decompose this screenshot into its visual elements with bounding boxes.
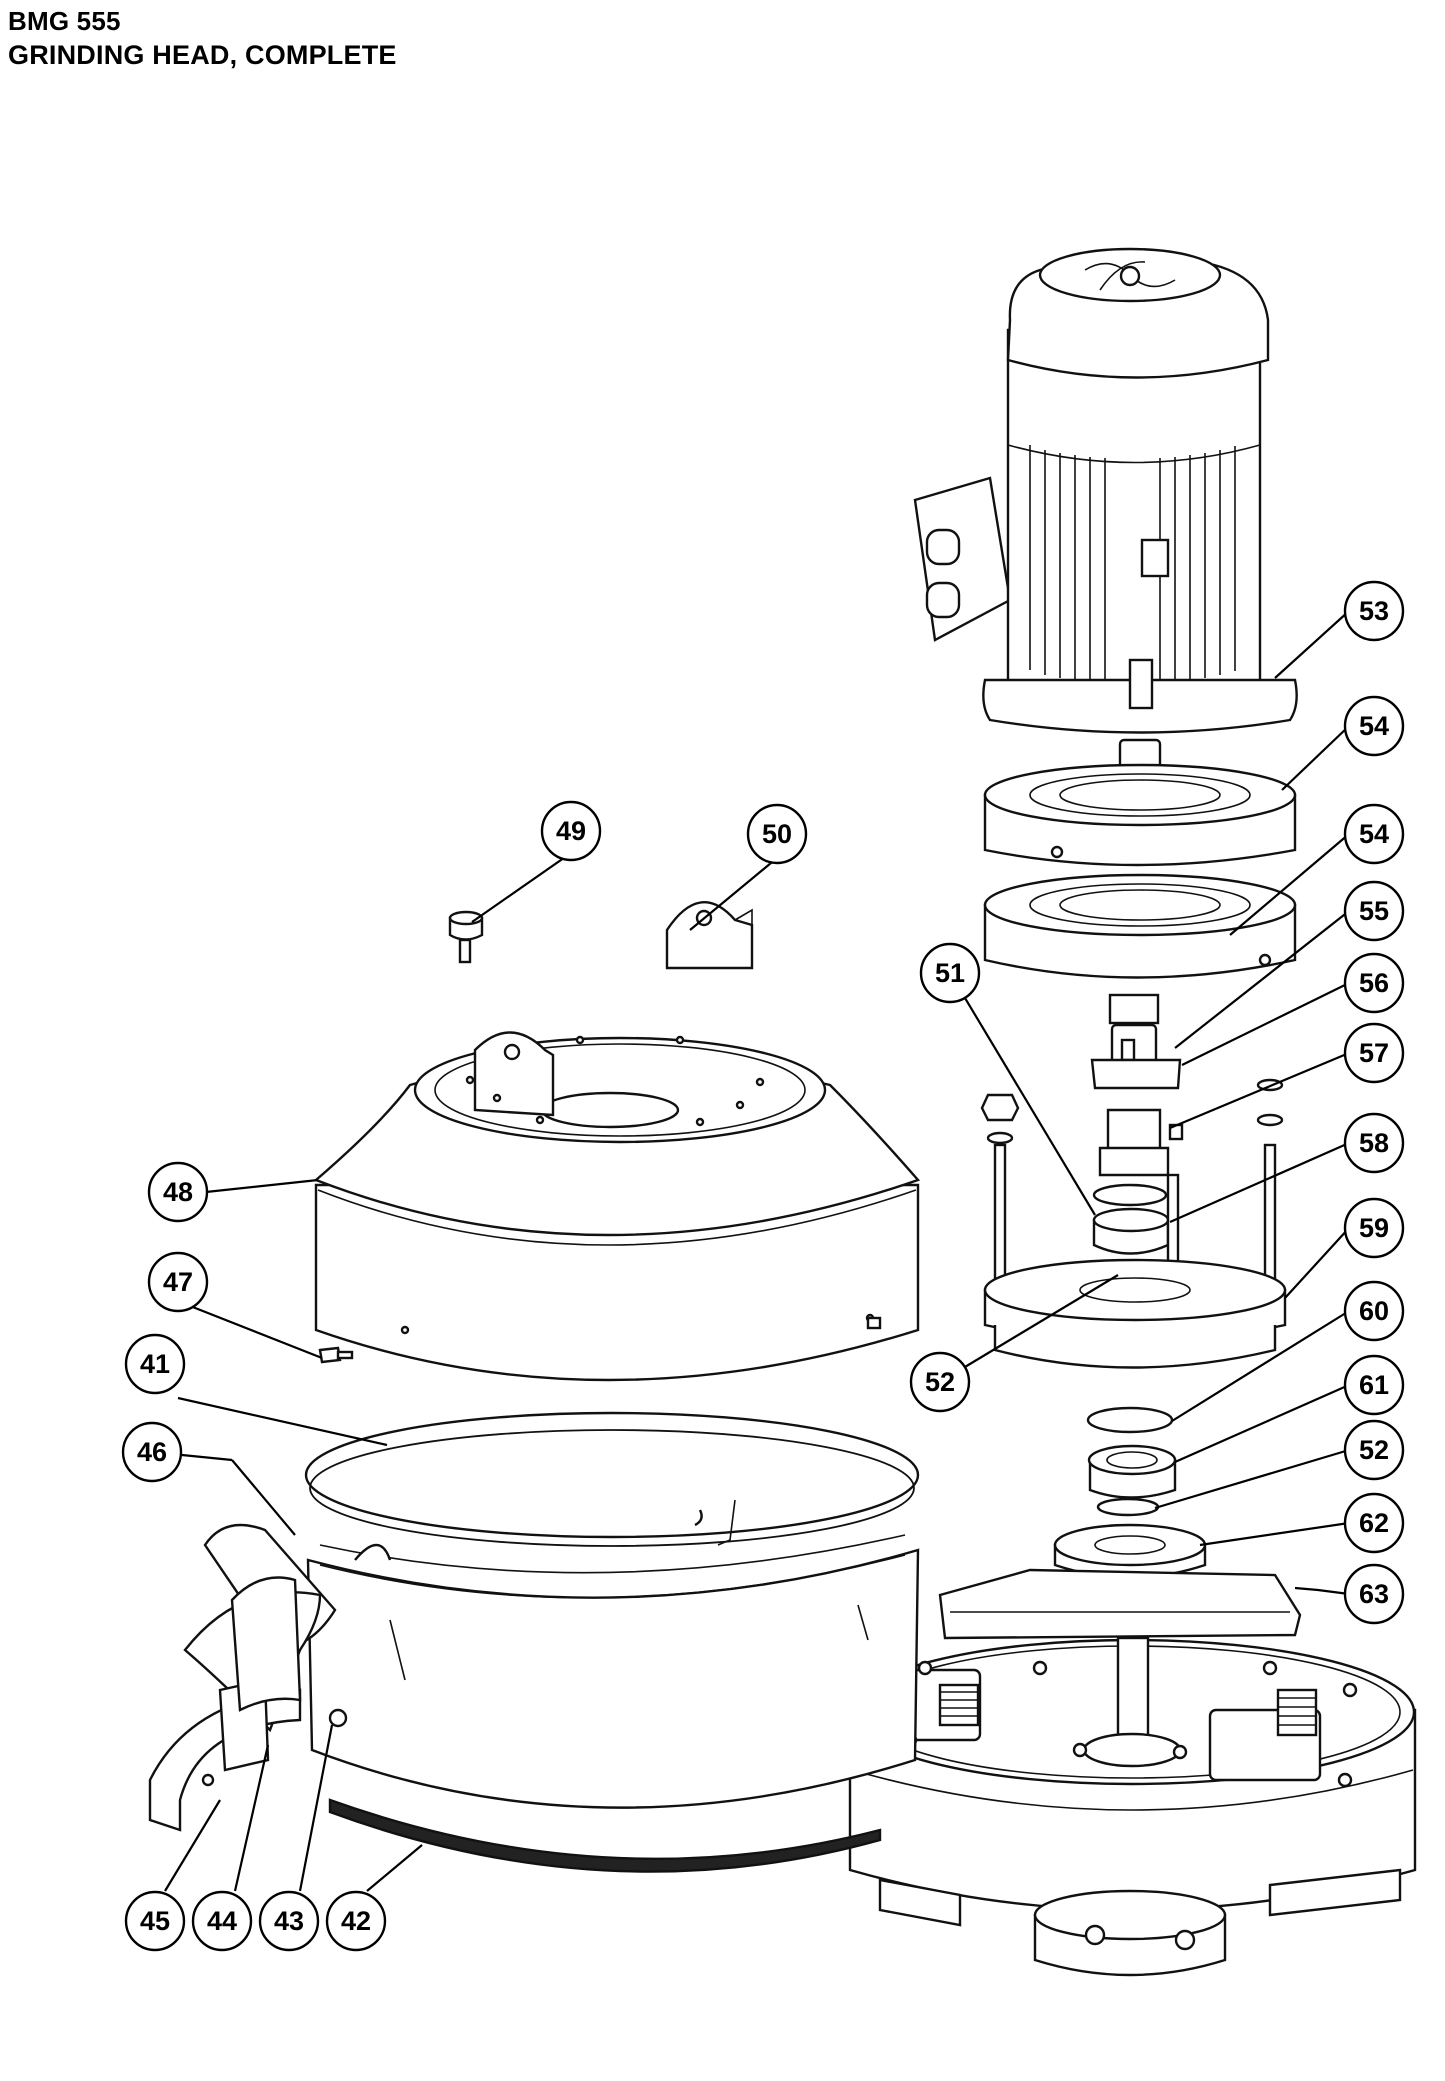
hose-assembly	[148, 1523, 348, 1832]
motor-assembly	[913, 247, 1298, 772]
lifting-lug	[665, 901, 754, 970]
svg-text:57: 57	[1359, 1038, 1389, 1068]
callout-63: 63	[1343, 1563, 1405, 1625]
svg-text:54: 54	[1359, 711, 1389, 741]
svg-text:55: 55	[1359, 896, 1389, 926]
svg-text:48: 48	[163, 1177, 193, 1207]
callout-54-lower: 54	[1343, 803, 1405, 865]
page-title: GRINDING HEAD, COMPLETE	[8, 40, 397, 70]
svg-text:45: 45	[140, 1906, 170, 1936]
svg-text:50: 50	[762, 819, 792, 849]
svg-text:49: 49	[556, 816, 586, 846]
lower-housing	[306, 1499, 920, 1873]
svg-text:60: 60	[1359, 1296, 1389, 1326]
svg-text:52: 52	[1359, 1435, 1389, 1465]
callout-59: 59	[1343, 1197, 1405, 1259]
svg-text:41: 41	[140, 1349, 170, 1379]
callout-50: 50	[746, 803, 808, 865]
callout-57: 57	[1343, 1022, 1405, 1084]
callout-54-upper: 54	[1343, 695, 1405, 757]
callout-55: 55	[1343, 880, 1405, 942]
callout-42: 42	[325, 1890, 387, 1952]
svg-text:52: 52	[925, 1367, 955, 1397]
svg-text:61: 61	[1359, 1370, 1389, 1400]
callout-41: 41	[124, 1333, 186, 1395]
band	[304, 1411, 920, 1547]
callout-47: 47	[147, 1251, 209, 1313]
callout-60: 60	[1343, 1280, 1405, 1342]
callout-49: 49	[540, 800, 602, 862]
coupling-stack	[980, 993, 1284, 1347]
callout-56: 56	[1343, 952, 1405, 1014]
spindle-housing	[983, 1258, 1287, 1369]
top-cover	[313, 1031, 921, 1382]
svg-text:42: 42	[341, 1906, 371, 1936]
callout-44: 44	[191, 1890, 253, 1952]
bearing-housing-upper	[983, 763, 1297, 867]
planetary-head	[848, 1568, 1417, 1977]
svg-text:54: 54	[1359, 819, 1389, 849]
svg-text:51: 51	[935, 958, 965, 988]
svg-text:53: 53	[1359, 596, 1389, 626]
svg-text:56: 56	[1359, 968, 1389, 998]
svg-text:58: 58	[1359, 1128, 1389, 1158]
bearing-housing-lower	[983, 873, 1297, 979]
callout-53: 53	[1343, 580, 1405, 642]
lower-bearing-parts	[1053, 1406, 1207, 1579]
svg-text:62: 62	[1359, 1508, 1389, 1538]
callout-48: 48	[147, 1161, 209, 1223]
leader-lines	[151, 610, 1350, 1892]
callout-52-right: 52	[1343, 1419, 1405, 1481]
svg-text:59: 59	[1359, 1213, 1389, 1243]
callout-61: 61	[1343, 1354, 1405, 1416]
callout-58: 58	[1343, 1112, 1405, 1174]
callout-43: 43	[258, 1890, 320, 1952]
svg-text:43: 43	[274, 1906, 304, 1936]
callout-51: 51	[919, 942, 981, 1004]
svg-text:47: 47	[163, 1267, 193, 1297]
svg-text:46: 46	[137, 1437, 167, 1467]
callout-46: 46	[121, 1421, 183, 1483]
callout-45: 45	[124, 1890, 186, 1952]
callout-62: 62	[1343, 1492, 1405, 1554]
svg-text:44: 44	[207, 1906, 237, 1936]
callout-52-center: 52	[909, 1351, 971, 1413]
model-label: BMG 555	[8, 6, 121, 36]
svg-text:63: 63	[1359, 1579, 1389, 1609]
